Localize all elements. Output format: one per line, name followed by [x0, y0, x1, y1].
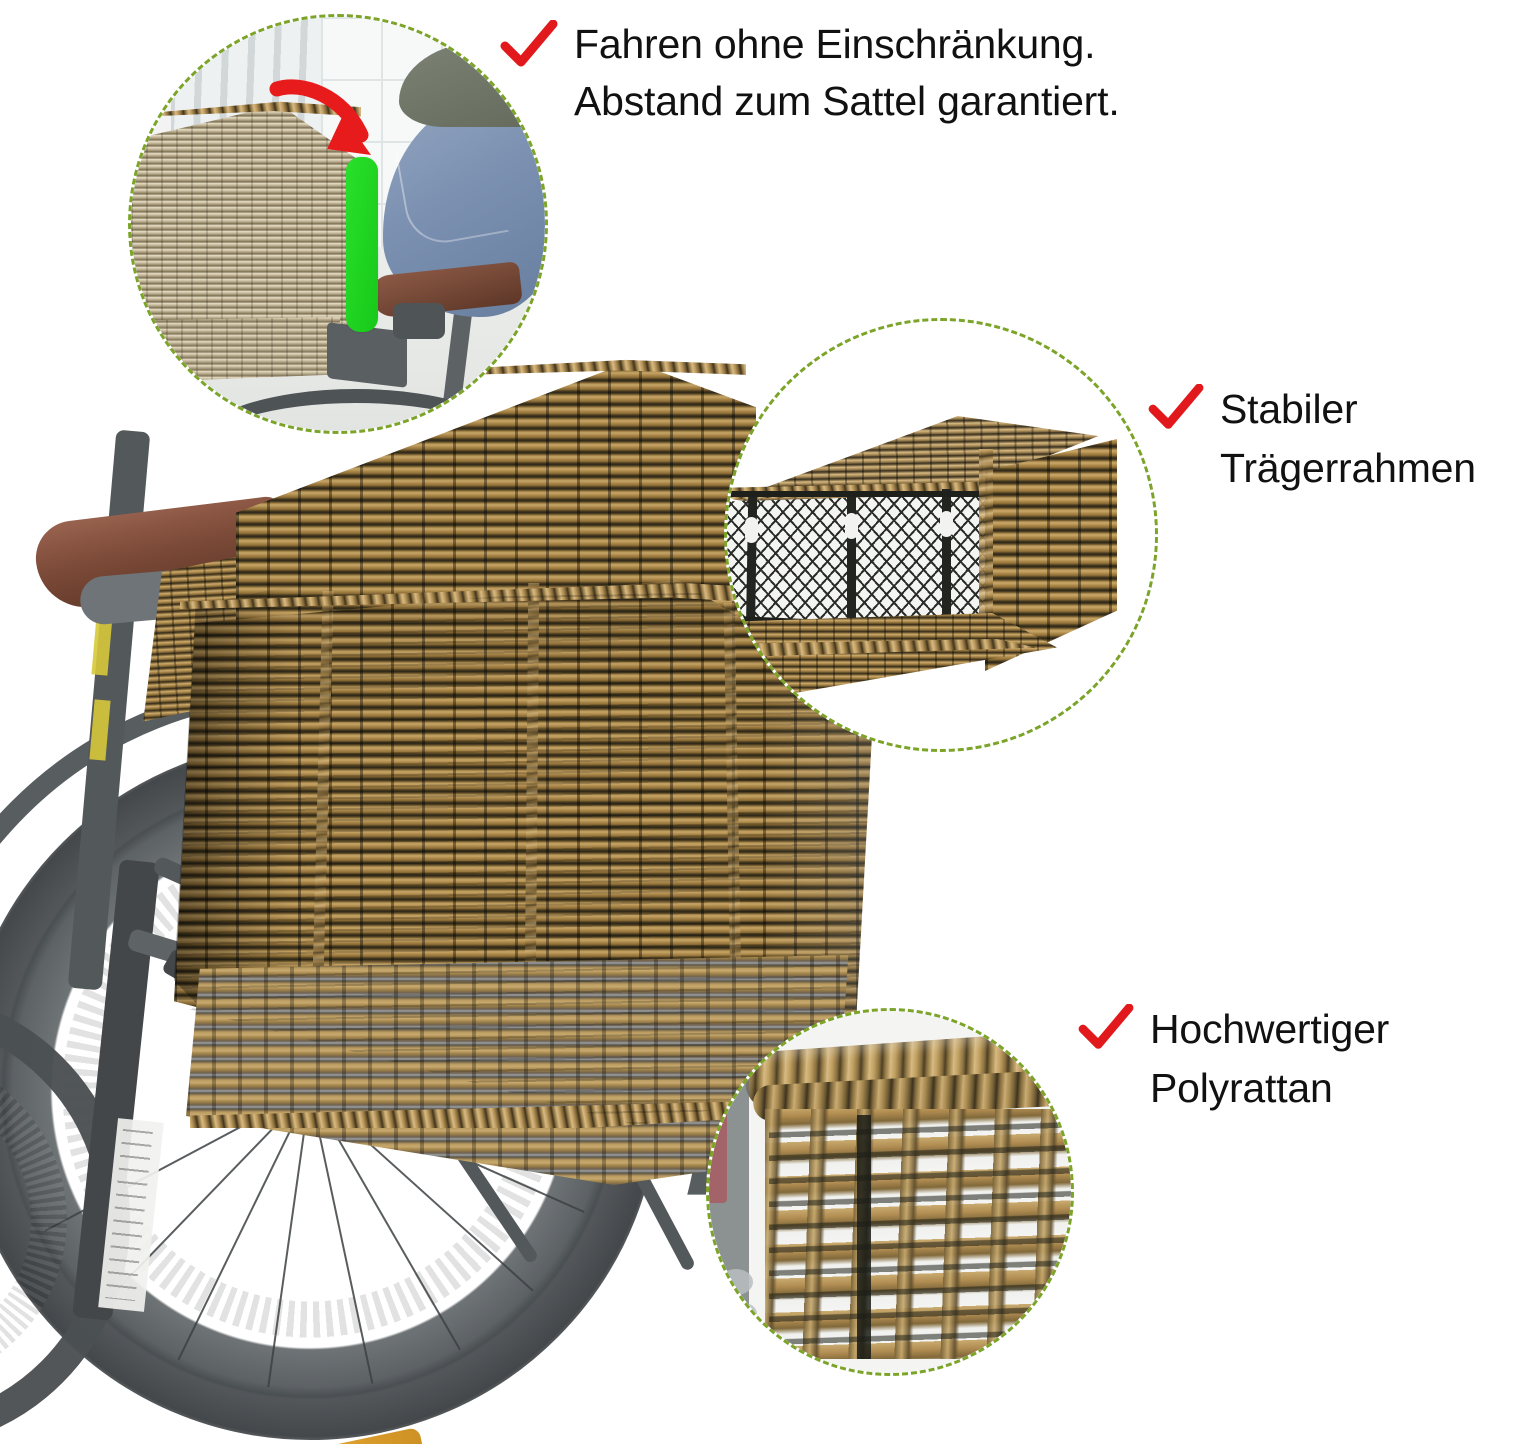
frame-mount-slot-2: [845, 513, 858, 539]
callout-carrier-frame-photo: [727, 321, 1155, 749]
red-arrow-icon: [269, 79, 371, 155]
clearance-marker: [346, 157, 378, 332]
callout-polyrattan: [706, 1008, 1074, 1376]
feature-frame-text: Stabiler Trägerrahmen: [1220, 386, 1476, 491]
callout-polyrattan-photo: [709, 1011, 1071, 1373]
callout-clearance: [128, 14, 548, 434]
frame-mesh-edge-top: [727, 491, 1007, 497]
macro-inner-frame-bar: [857, 1115, 871, 1359]
macro-bg-bolt-2: [731, 1303, 757, 1325]
feature-material-text: Hochwertiger Polyrattan: [1150, 1006, 1390, 1111]
frame-mount-slot-3: [940, 511, 953, 537]
macro-weave-gaps: [769, 1115, 1071, 1355]
macro-bg-reflector: [709, 1073, 727, 1203]
feature-material: Hochwertiger Polyrattan: [1078, 1000, 1532, 1118]
check-icon: [1078, 1004, 1134, 1049]
frame-side-corner-rope: [979, 449, 993, 657]
frame-mount-slot-1: [745, 517, 758, 543]
frame-bar-vertical-3: [942, 489, 951, 641]
callout-clearance-photo: [131, 17, 545, 431]
inset-saddle-clamp: [393, 303, 445, 339]
feature-frame: Stabiler Trägerrahmen: [1148, 380, 1532, 498]
inset-basket-base: [131, 317, 340, 385]
macro-bg-bolt: [719, 1269, 753, 1295]
check-icon: [500, 20, 558, 67]
check-icon: [1148, 384, 1204, 429]
frame-bar-vertical-2: [847, 491, 856, 643]
callout-carrier-frame: [724, 318, 1158, 752]
feature-clearance-text: Fahren ohne Einschränkung. Abstand zum S…: [574, 21, 1120, 124]
feature-clearance: Fahren ohne Einschränkung. Abstand zum S…: [500, 16, 1300, 130]
